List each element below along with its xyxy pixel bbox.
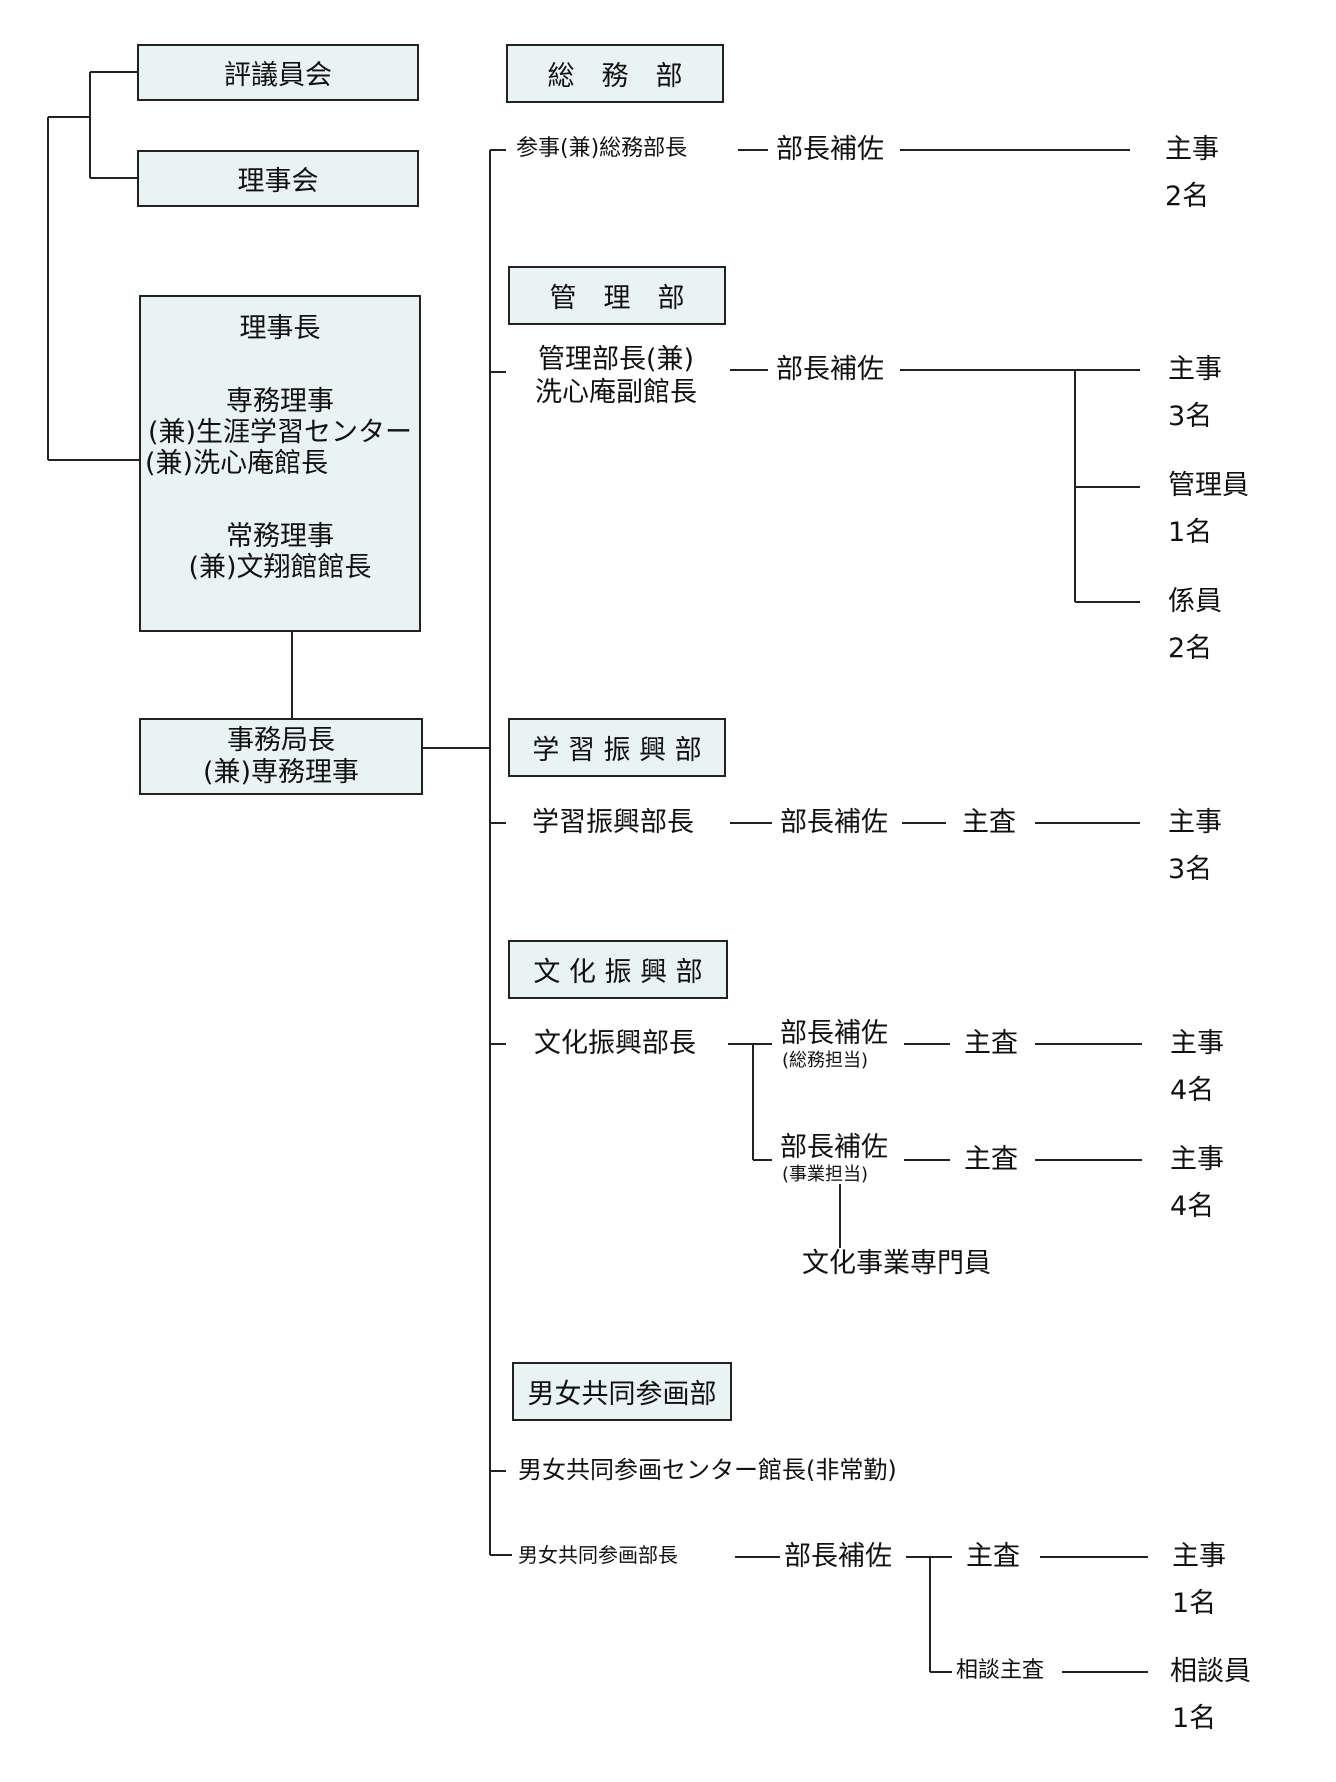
gender-equality-consult-chief: 相談主査 (956, 1658, 1045, 1683)
management-staff-count-3: 2名 (1168, 633, 1213, 664)
learning-assistant: 部長補佐 (780, 807, 888, 838)
management-head-line1: 管理部長(兼) (537, 344, 695, 375)
management-staff-role-3: 係員 (1168, 586, 1222, 617)
chair-box: 理事長 専務理事 (兼)生涯学習センター (兼)洗心庵館長 常務理事 (兼)文翔… (139, 295, 421, 632)
learning-head: 学習振興部長 (532, 807, 694, 838)
councillors-label: 評議員会 (224, 60, 332, 91)
general-affairs-staff-count: 2名 (1165, 181, 1210, 212)
general-affairs-assistant: 部長補佐 (776, 134, 884, 165)
dept-gender-equality-name: 男女共同参画部 (527, 1379, 717, 1410)
culture-specialist: 文化事業専門員 (802, 1248, 991, 1279)
gender-equality-staff-count: 1名 (1172, 1588, 1217, 1619)
chair-title: 理事長 (239, 313, 321, 344)
dept-learning-box: 学 習 振 興 部 (508, 718, 726, 777)
exec-director-role1: (兼)生涯学習センター (147, 417, 413, 449)
culture-staff2-role: 主事 (1170, 1144, 1224, 1175)
culture-assistant2-note: (事業担当) (782, 1164, 869, 1185)
management-assistant: 部長補佐 (776, 354, 884, 385)
culture-staff1-count: 4名 (1170, 1075, 1215, 1106)
dept-culture-name: 文 化 振 興 部 (533, 957, 703, 988)
learning-staff-count: 3名 (1168, 854, 1213, 885)
management-staff-count-1: 3名 (1168, 401, 1213, 432)
management-staff-role-2: 管理員 (1168, 470, 1249, 501)
dept-general-affairs-name: 総 務 部 (547, 61, 683, 92)
gender-equality-staff-role: 主事 (1172, 1541, 1226, 1572)
dept-management-name: 管 理 部 (549, 283, 685, 314)
dept-management-box: 管 理 部 (508, 266, 726, 325)
managing-director-role: (兼)文翔館館長 (188, 552, 372, 584)
culture-assistant1: 部長補佐 (780, 1018, 888, 1049)
learning-staff-role: 主事 (1168, 807, 1222, 838)
management-staff-count-2: 1名 (1168, 517, 1213, 548)
learning-chief: 主査 (962, 807, 1016, 838)
secretariat-line1: 事務局長 (227, 725, 335, 757)
gender-equality-head: 男女共同参画部長 (518, 1543, 678, 1567)
dept-learning-name: 学 習 振 興 部 (532, 735, 702, 766)
exec-director-role2: (兼)洗心庵館長 (145, 448, 329, 480)
culture-chief2: 主査 (964, 1144, 1018, 1175)
directors-box: 理事会 (137, 150, 419, 207)
secretariat-box: 事務局長 (兼)専務理事 (139, 718, 423, 795)
secretariat-line2: (兼)専務理事 (202, 756, 360, 788)
culture-assistant2: 部長補佐 (780, 1132, 888, 1163)
exec-director-title: 専務理事 (226, 386, 334, 418)
management-head-line2: 洗心庵副館長 (535, 377, 697, 408)
gender-equality-center-head: 男女共同参画センター館長(非常勤) (518, 1456, 897, 1484)
management-staff-role-1: 主事 (1168, 354, 1222, 385)
gender-equality-consultant-count: 1名 (1172, 1703, 1217, 1734)
councillors-box: 評議員会 (137, 44, 419, 101)
culture-head: 文化振興部長 (534, 1028, 696, 1059)
gender-equality-chief: 主査 (966, 1541, 1020, 1572)
dept-gender-equality-box: 男女共同参画部 (512, 1362, 732, 1421)
gender-equality-consultant-role: 相談員 (1170, 1656, 1251, 1687)
culture-staff1-role: 主事 (1170, 1028, 1224, 1059)
gender-equality-assistant: 部長補佐 (784, 1541, 892, 1572)
culture-assistant1-note: (総務担当) (782, 1050, 869, 1071)
general-affairs-head: 参事(兼)総務部長 (516, 136, 688, 161)
dept-general-affairs-box: 総 務 部 (506, 44, 724, 103)
culture-chief1: 主査 (964, 1028, 1018, 1059)
directors-label: 理事会 (237, 166, 319, 197)
dept-culture-box: 文 化 振 興 部 (508, 940, 728, 999)
culture-staff2-count: 4名 (1170, 1191, 1215, 1222)
managing-director-title: 常務理事 (226, 521, 334, 553)
general-affairs-staff-role: 主事 (1165, 134, 1219, 165)
